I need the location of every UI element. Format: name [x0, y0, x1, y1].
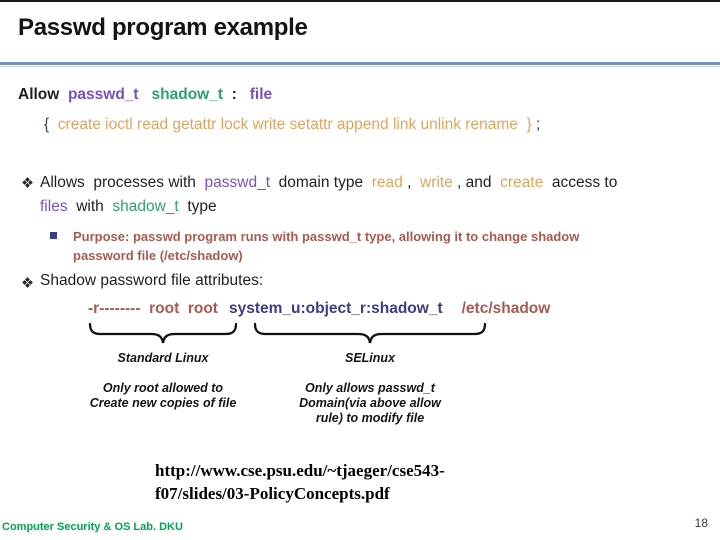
note-line: Create new copies of file — [89, 396, 237, 410]
note-selinux: Only allows passwd_t Domain(via above al… — [256, 381, 484, 426]
source-url-line2: f07/slides/03-PolicyConcepts.pdf — [155, 484, 390, 503]
selinux-context: system_u:object_r:shadow_t — [228, 300, 443, 317]
note-line: Only allows passwd_t — [305, 381, 435, 395]
note-standard-linux: Only root allowed to Create new copies o… — [63, 381, 263, 411]
label-selinux: SELinux — [344, 351, 395, 365]
colon-token: : — [227, 86, 246, 103]
diamond-bullet-icon — [22, 177, 33, 188]
title-divider-shadow — [0, 66, 720, 67]
note-line: rule) to modify file — [315, 411, 425, 425]
shadow-t-token: shadow_t — [112, 198, 179, 215]
close-brace-token: } — [522, 116, 532, 133]
bullet-allows-line2: files with shadow_t type — [40, 195, 617, 219]
source-url-line1: http://www.cse.psu.edu/~tjaeger/cse543- — [155, 461, 445, 480]
purpose-note: Purpose: passwd program runs with passwd… — [73, 227, 579, 265]
text-token: , and — [457, 174, 496, 191]
file-token: file — [249, 86, 273, 103]
page-number: 18 — [694, 516, 708, 530]
allow-keyword: Allow — [18, 86, 64, 103]
read-token: read — [371, 174, 403, 191]
create-token: create — [500, 174, 544, 191]
file-attributes-line: -r-------- root root system_u:object_r:sh… — [88, 300, 550, 318]
text-token: , — [407, 174, 416, 191]
note-line: Only root allowed to — [102, 381, 224, 395]
open-brace-token: { — [44, 116, 54, 133]
write-token: write — [420, 174, 453, 191]
underbrace-standard-linux-icon — [88, 322, 238, 344]
files-token: files — [40, 198, 68, 215]
bullet-shadow-attributes: Shadow password file attributes: — [40, 272, 264, 289]
diamond-bullet-icon — [22, 277, 33, 288]
text-token: type — [183, 198, 217, 215]
file-path: /etc/shadow — [461, 300, 551, 317]
source-url: http://www.cse.psu.edu/~tjaeger/cse543- … — [155, 459, 445, 505]
note-line: Domain(via above allow — [299, 396, 441, 410]
passwd-t-token: passwd_t — [204, 174, 271, 191]
semicolon-token: ; — [535, 116, 541, 133]
footer-lab-name: Computer Security & OS Lab. DKU — [2, 521, 183, 533]
passwd-t-token: passwd_t — [67, 86, 139, 103]
text-token: Allows processes with — [40, 174, 201, 191]
purpose-line2: password file (/etc/shadow) — [73, 248, 243, 263]
text-token: domain type — [274, 174, 368, 191]
purpose-line1: Purpose: passwd program runs with passwd… — [73, 229, 580, 244]
perm-list-line: { create ioctl read getattr lock write s… — [44, 116, 540, 134]
label-standard-linux: Standard Linux — [117, 351, 209, 365]
slide-top-border — [0, 0, 720, 2]
bullet-allows-line1: Allows processes with passwd_t domain ty… — [40, 171, 617, 195]
allow-rule-line: Allow passwd_t shadow_t : file — [18, 86, 272, 104]
square-bullet-icon — [50, 232, 57, 239]
text-token: with — [71, 198, 109, 215]
text-token: access to — [547, 174, 618, 191]
perm-list-token: create ioctl read getattr lock write set… — [57, 116, 518, 133]
standard-linux-attrs: -r-------- root root — [88, 300, 218, 317]
underbrace-selinux-icon — [253, 322, 487, 344]
page-title: Passwd program example — [18, 14, 308, 41]
title-divider — [0, 62, 720, 65]
shadow-t-token: shadow_t — [142, 86, 224, 103]
bullet-allows: Allows processes with passwd_t domain ty… — [40, 171, 617, 219]
